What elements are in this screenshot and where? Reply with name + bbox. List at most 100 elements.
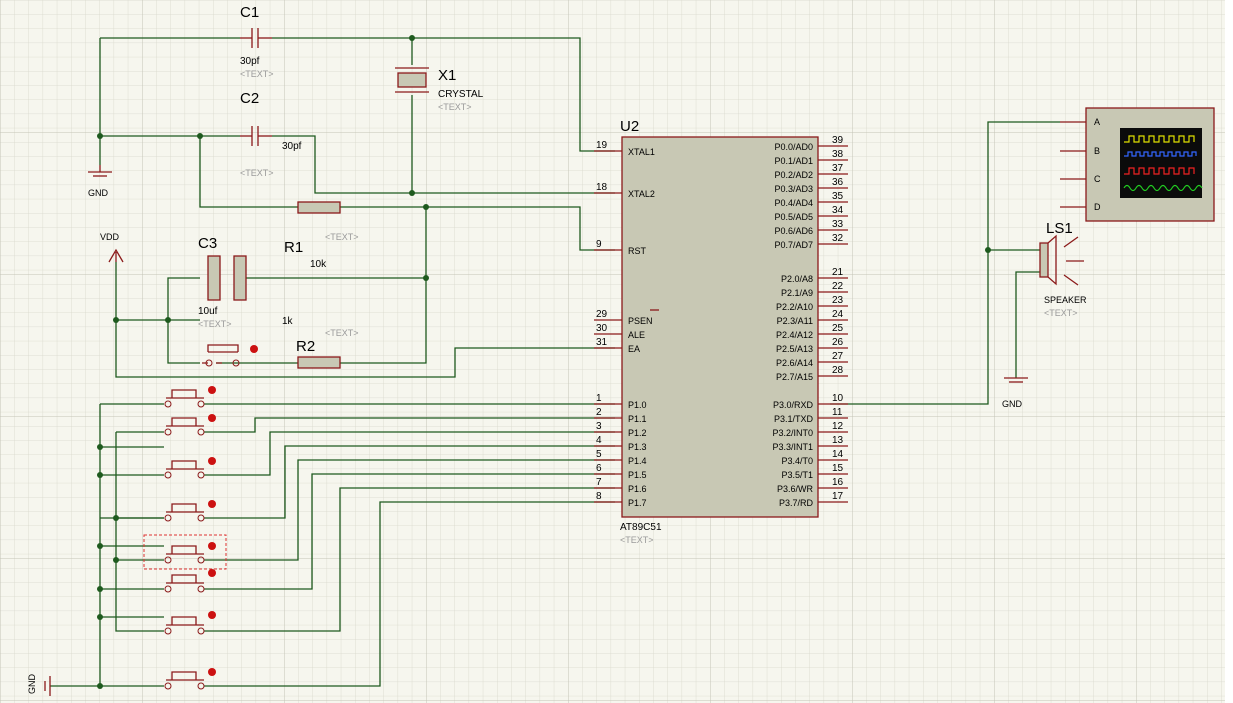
gnd-label-bottom: GND — [27, 674, 37, 695]
scope-channel-label: B — [1094, 146, 1100, 156]
ls1-ref: LS1 — [1046, 220, 1073, 237]
mcu-pin-name: P2.5/A13 — [776, 344, 813, 354]
mcu-pin-name: P1.1 — [628, 414, 647, 424]
mcu-pin-name: P3.5/T1 — [781, 470, 813, 480]
mcu-pin-number: 19 — [596, 140, 608, 151]
mcu-pin-number: 5 — [596, 449, 602, 460]
gnd-symbol-bottom-left: GND — [27, 674, 51, 696]
resistor-r1[interactable]: <TEXT> R1 10k — [284, 201, 359, 270]
x1-text: <TEXT> — [438, 102, 472, 112]
mcu-pin-number: 39 — [832, 135, 844, 146]
mcu-pin-number: 28 — [832, 365, 844, 376]
wires — [50, 37, 1060, 687]
mcu-pin-number: 12 — [832, 421, 844, 432]
mcu-pin-name: P3.0/RXD — [773, 400, 814, 410]
mcu-pin-name: P3.2/INT0 — [772, 428, 813, 438]
resistor-r2[interactable]: 1k <TEXT> R2 — [282, 316, 359, 369]
switch-p10[interactable] — [164, 386, 216, 408]
c2-text: <TEXT> — [240, 168, 274, 178]
mcu-pin-number: 8 — [596, 491, 602, 502]
reset-button[interactable] — [202, 344, 258, 367]
switch-p12[interactable] — [164, 457, 216, 479]
mcu-u2[interactable]: U2 AT89C51 <TEXT> 19XTAL118XTAL29RST29PS… — [594, 118, 848, 545]
mcu-pin-number: 31 — [596, 337, 608, 348]
mcu-pin-number: 23 — [832, 295, 844, 306]
mcu-pin-number: 26 — [832, 337, 844, 348]
mcu-pin-number: 36 — [832, 177, 844, 188]
c3-text: <TEXT> — [198, 319, 232, 329]
capacitor-c1[interactable]: C1 30pf <TEXT> — [240, 4, 274, 79]
mcu-pin-number: 10 — [832, 393, 844, 404]
mcu-pin-name: XTAL2 — [628, 189, 655, 199]
switch-p14-selected[interactable] — [143, 534, 227, 570]
mcu-pin-name: EA — [628, 344, 640, 354]
c2-ref: C2 — [240, 90, 259, 107]
scope-channel-label: C — [1094, 174, 1101, 184]
mcu-pin-name: P1.5 — [628, 470, 647, 480]
switch-p11[interactable] — [164, 414, 216, 436]
gnd-symbol-right: GND — [1002, 377, 1028, 409]
x1-ref: X1 — [438, 67, 456, 84]
mcu-pin-number: 1 — [596, 393, 602, 404]
mcu-pin-name: P3.6/WR — [777, 484, 814, 494]
mcu-pin-number: 2 — [596, 407, 602, 418]
mcu-pin-number: 15 — [832, 463, 844, 474]
mcu-pin-name: ALE — [628, 330, 645, 340]
switch-p13[interactable] — [164, 500, 216, 522]
mcu-pin-number: 35 — [832, 191, 844, 202]
mcu-pin-number: 13 — [832, 435, 844, 446]
mcu-pin-name: P2.4/A12 — [776, 330, 813, 340]
capacitor-c3[interactable]: C3 10uf <TEXT> — [198, 235, 247, 329]
x1-value: CRYSTAL — [438, 89, 484, 100]
r1-ref: R1 — [284, 239, 303, 256]
mcu-pin-name: P2.2/A10 — [776, 302, 813, 312]
r2-text: <TEXT> — [325, 328, 359, 338]
u2-ref: U2 — [620, 118, 639, 135]
capacitor-c2[interactable]: C2 30pf <TEXT> — [240, 90, 302, 178]
c1-value: 30pf — [240, 56, 260, 67]
mcu-pin-name: P0.0/AD0 — [774, 142, 813, 152]
mcu-pin-name: P1.0 — [628, 400, 647, 410]
crystal-x1[interactable]: X1 CRYSTAL <TEXT> — [395, 67, 484, 112]
mcu-pin-name: XTAL1 — [628, 147, 655, 157]
mcu-pin-name: P3.4/T0 — [781, 456, 813, 466]
mcu-right-pins: 39P0.0/AD038P0.1/AD137P0.2/AD236P0.3/AD3… — [772, 135, 848, 508]
mcu-pin-name: P0.6/AD6 — [774, 226, 813, 236]
switch-p15[interactable] — [164, 569, 216, 593]
mcu-pin-number: 11 — [832, 407, 843, 418]
ls1-text: <TEXT> — [1044, 308, 1078, 318]
mcu-pin-name: P2.0/A8 — [781, 274, 813, 284]
r2-ref: R2 — [296, 338, 315, 355]
scope-channel-label: A — [1094, 117, 1100, 127]
mcu-pin-number: 24 — [832, 309, 844, 320]
speaker-ls1[interactable]: LS1 SPEAKER <TEXT> — [1039, 220, 1087, 318]
scope-channel-label: D — [1094, 202, 1101, 212]
switch-p17[interactable] — [164, 668, 216, 690]
u2-value: AT89C51 — [620, 522, 662, 533]
mcu-pin-name: P2.1/A9 — [781, 288, 813, 298]
mcu-pin-name: P0.3/AD3 — [774, 184, 813, 194]
mcu-pin-number: 16 — [832, 477, 844, 488]
mcu-pin-name: P0.1/AD1 — [774, 156, 813, 166]
r1-value: 10k — [310, 259, 327, 270]
mcu-pin-name: P2.3/A11 — [777, 316, 813, 326]
oscilloscope[interactable]: A B C D — [1060, 107, 1215, 222]
mcu-pin-number: 27 — [832, 351, 844, 362]
gnd-label-top: GND — [88, 188, 109, 198]
mcu-pin-number: 17 — [832, 491, 844, 502]
mcu-pin-number: 14 — [832, 449, 844, 460]
c2-value: 30pf — [282, 141, 302, 152]
mcu-pin-name: P0.4/AD4 — [774, 198, 813, 208]
mcu-pin-number: 3 — [596, 421, 602, 432]
vdd-symbol: VDD — [100, 232, 124, 263]
mcu-pin-name: P1.7 — [628, 498, 647, 508]
mcu-pin-number: 37 — [832, 163, 844, 174]
switch-p16[interactable] — [164, 611, 216, 635]
mcu-pin-number: 34 — [832, 205, 844, 216]
c3-ref: C3 — [198, 235, 217, 252]
mcu-pin-name: P1.2 — [628, 428, 647, 438]
mcu-pin-name: P3.1/TXD — [774, 414, 814, 424]
mcu-pin-name: P0.2/AD2 — [774, 170, 813, 180]
